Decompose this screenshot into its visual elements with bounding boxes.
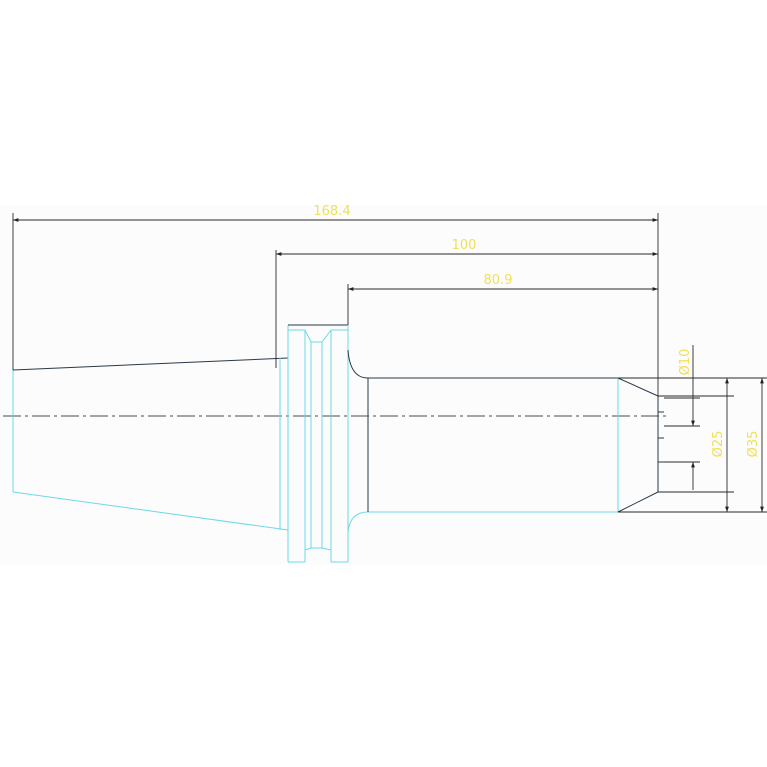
dimension-overall-length: 168.4 <box>12 204 659 398</box>
dimension-text-outer-diameter: Ø35 <box>746 431 761 458</box>
dimension-inner-diameter: Ø25 <box>658 378 734 512</box>
dimension-text-bore-diameter: Ø10 <box>678 349 693 376</box>
dimension-body-length: 80.9 <box>347 273 658 325</box>
dimension-text-body-length: 80.9 <box>484 273 513 288</box>
dimension-text-overall-length: 168.4 <box>313 204 350 219</box>
taper-shank <box>12 357 289 531</box>
body <box>347 349 618 533</box>
dimension-flange-length: 100 <box>275 238 658 368</box>
nose <box>617 377 664 513</box>
dimension-text-inner-diameter: Ø25 <box>711 431 726 458</box>
dimension-bore-diameter: Ø10 <box>664 345 700 490</box>
drawing-sheet <box>0 205 767 565</box>
dimension-outer-diameter: Ø35 <box>618 377 767 513</box>
dimension-text-flange-length: 100 <box>452 238 477 253</box>
flange <box>287 324 349 563</box>
